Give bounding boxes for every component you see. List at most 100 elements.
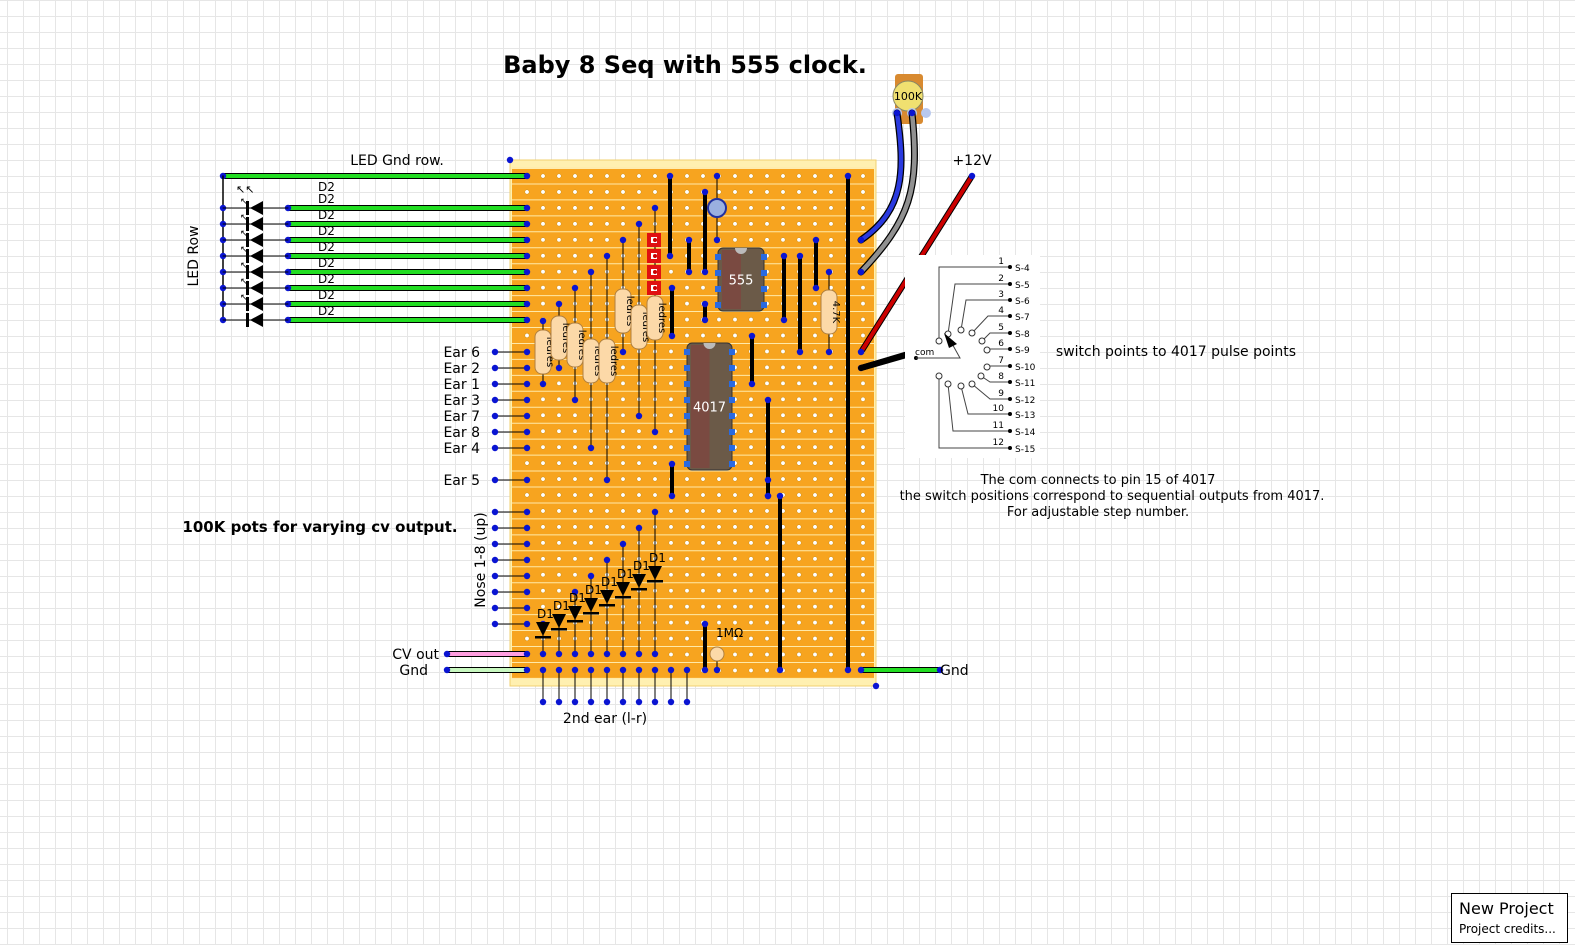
hole	[732, 524, 738, 530]
hole	[652, 460, 658, 466]
hole	[668, 412, 674, 418]
switch-contact	[977, 372, 985, 380]
hole	[748, 460, 754, 466]
hole	[556, 428, 562, 434]
pad	[968, 172, 976, 180]
hole	[716, 636, 722, 641]
hole	[684, 205, 690, 211]
hole	[556, 285, 562, 291]
pad	[523, 620, 531, 628]
hole	[684, 189, 690, 195]
hole	[700, 540, 706, 546]
hole	[684, 604, 690, 610]
ic-pin	[684, 397, 690, 403]
com-trace	[916, 339, 961, 359]
hole	[684, 285, 690, 291]
switch-contact	[978, 337, 986, 345]
pad	[523, 396, 531, 404]
hole	[860, 444, 866, 450]
hole	[620, 524, 626, 530]
hole	[620, 205, 626, 211]
hole	[764, 237, 770, 243]
switch-terminal-label: S-11	[1015, 379, 1035, 389]
switch-trace	[960, 385, 1010, 415]
hole	[572, 540, 578, 546]
hole	[556, 524, 562, 530]
ear-label: Ear 7	[443, 409, 480, 425]
hole	[812, 333, 818, 338]
hole	[828, 476, 834, 482]
hole	[780, 364, 786, 370]
page-title: Baby 8 Seq with 555 clock.	[503, 51, 867, 79]
hole	[764, 317, 770, 322]
hole	[572, 173, 578, 179]
pad	[587, 444, 595, 452]
pad	[764, 476, 772, 484]
project-name: New Project	[1459, 899, 1554, 918]
hole	[684, 620, 690, 626]
led-gnd-row-label: LED Gnd row.	[350, 153, 444, 169]
hole	[540, 173, 546, 179]
hole	[764, 540, 770, 546]
hole	[732, 620, 738, 626]
hole	[540, 444, 546, 450]
hole	[524, 333, 530, 338]
hole	[828, 205, 834, 211]
hole	[684, 524, 690, 530]
hole	[828, 588, 834, 594]
led-label: D2	[318, 272, 335, 286]
led-arrow-icon: ↖	[240, 197, 248, 207]
hole	[540, 588, 546, 594]
pad	[780, 316, 788, 324]
hole	[540, 285, 546, 291]
pad	[539, 380, 547, 388]
hole	[796, 556, 802, 562]
pad	[523, 412, 531, 420]
hole	[652, 492, 658, 498]
hole	[620, 460, 626, 466]
hole	[636, 508, 642, 514]
hole	[556, 412, 562, 418]
hole	[812, 221, 818, 227]
hole	[556, 572, 562, 578]
ic-pin	[684, 445, 690, 451]
pad	[857, 666, 865, 674]
pad	[651, 428, 659, 436]
hole	[748, 444, 754, 450]
hole	[796, 588, 802, 594]
led-label: D2	[318, 288, 335, 302]
hole	[732, 604, 738, 610]
hole	[764, 173, 770, 179]
pad	[619, 698, 627, 706]
hole	[748, 508, 754, 514]
led-arrow-icon: ↖	[240, 261, 248, 271]
hole	[572, 189, 578, 195]
switch-terminal	[1008, 314, 1012, 318]
switch-terminal-label: S-5	[1015, 281, 1030, 291]
hole	[764, 636, 770, 641]
pad	[619, 236, 627, 244]
pad	[571, 698, 579, 706]
project-info-box[interactable]: New Project Project credits...	[1451, 893, 1568, 943]
hole	[716, 333, 722, 338]
hole	[620, 412, 626, 418]
hole	[828, 604, 834, 610]
led-cathode-bar	[246, 313, 249, 327]
hole	[812, 460, 818, 466]
pad	[523, 252, 531, 260]
ic-pin	[729, 445, 735, 451]
pad	[701, 316, 709, 324]
hole	[860, 380, 866, 386]
hole	[556, 540, 562, 546]
pad	[539, 650, 547, 658]
led-label: D2	[318, 192, 335, 206]
diode-icon	[584, 598, 598, 612]
hole	[860, 540, 866, 546]
hole	[828, 636, 834, 641]
hole	[588, 237, 594, 243]
hole	[748, 221, 754, 227]
diode-bar	[551, 628, 567, 631]
hole	[764, 556, 770, 562]
hole	[812, 588, 818, 594]
